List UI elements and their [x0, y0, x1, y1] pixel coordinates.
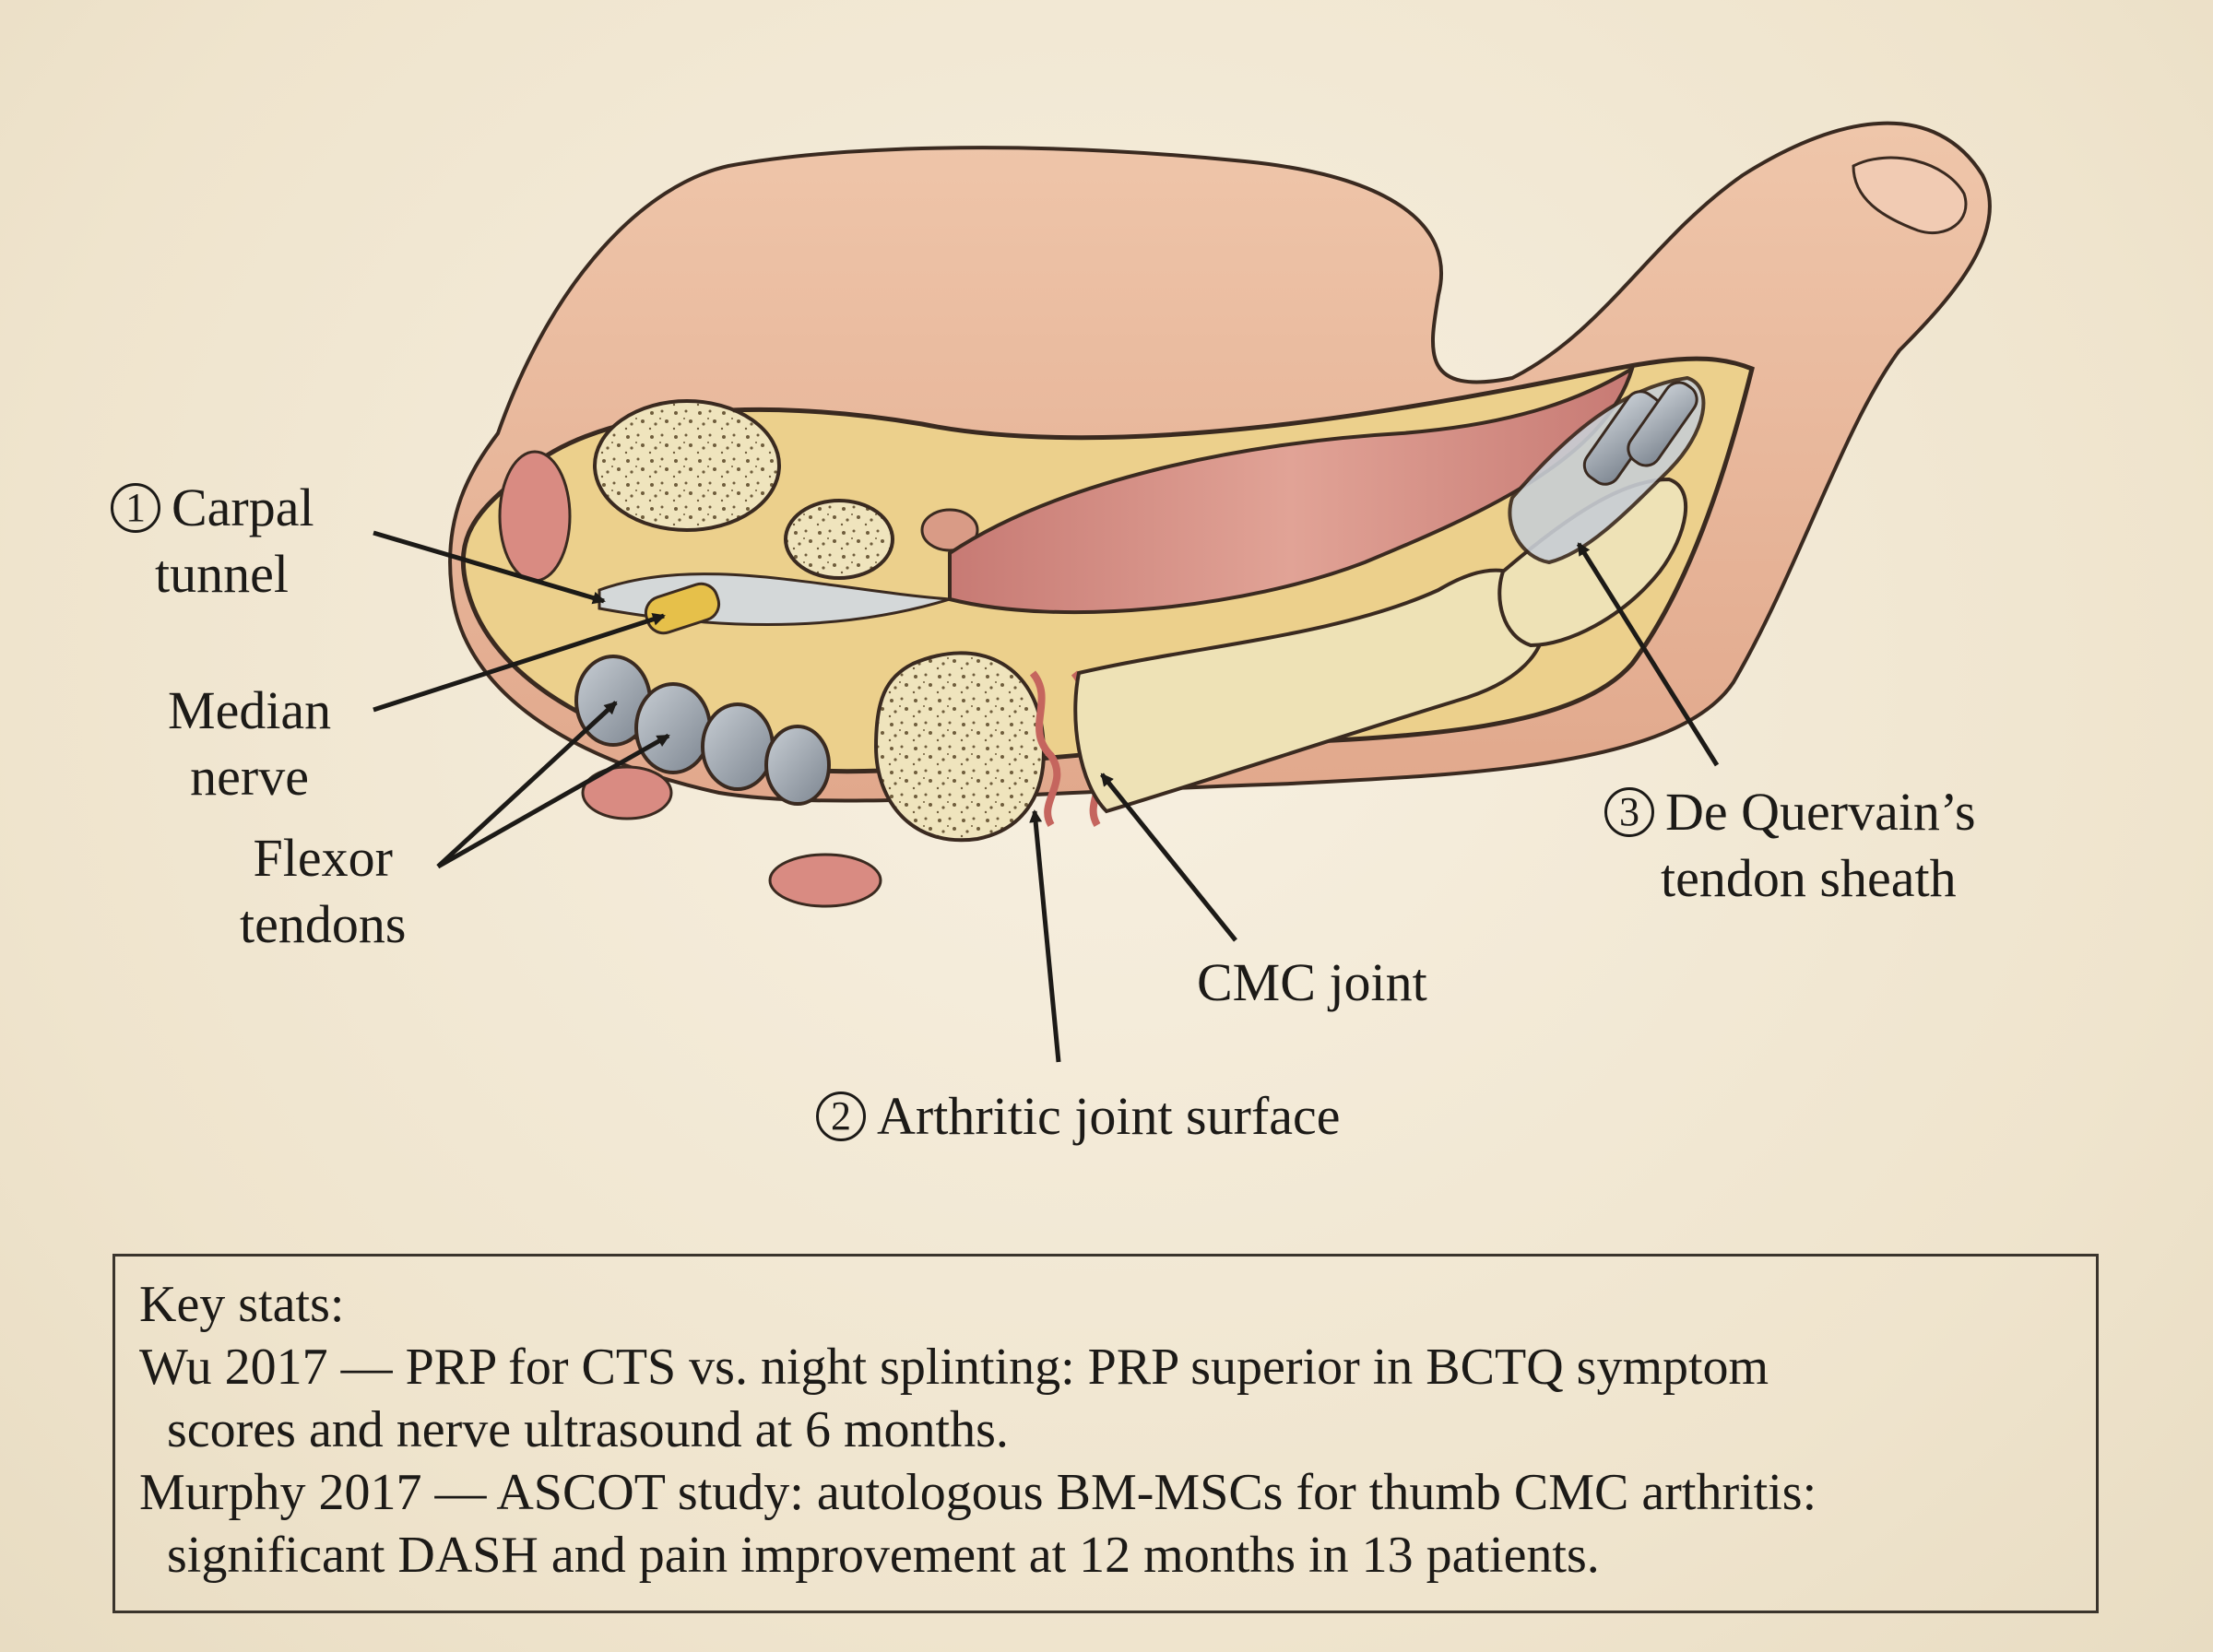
leader-arrows [373, 530, 1720, 1063]
murphy-2017-line1: Murphy 2017 — ASCOT study: autologous BM… [139, 1464, 1817, 1521]
arthritic-surface-arrow [1029, 809, 1061, 1063]
carpal-bone-hamate [593, 399, 781, 532]
murphy-2017-line2: significant DASH and pain improvement at… [167, 1527, 1600, 1584]
de-quervain-label: 3 De Quervain’s tendon sheath [1604, 779, 1976, 912]
wu-2017-line1: Wu 2017 — PRP for CTS vs. night splintin… [139, 1339, 1769, 1396]
de-quervain-label-line1: De Quervain’s [1665, 782, 1976, 842]
flexor-tendons-label-line2: tendons [240, 894, 407, 954]
arthritic-surface-label: 2 Arthritic joint surface [816, 1083, 1341, 1150]
cmc-joint-arrow [1100, 773, 1237, 942]
thenar-muscle [948, 364, 1636, 615]
carpal-bone-capitate [784, 499, 894, 580]
arthritic-surface-left [1029, 670, 1061, 828]
first-metacarpal-bone [1073, 568, 1546, 814]
cross-section [460, 356, 1755, 908]
carpal-tunnel-number: 1 [111, 483, 160, 533]
median-nerve-label-line1: Median [168, 680, 332, 740]
cmc-joint-label: CMC joint [1197, 952, 1427, 1012]
carpal-tunnel-label-line1: Carpal [172, 478, 314, 537]
flexor-tendons-arrow-1 [436, 701, 618, 868]
flexor-tendons-group [574, 655, 831, 806]
median-nerve-arrow [373, 613, 666, 713]
flexor-tendons-arrow-2 [436, 733, 670, 869]
palmar-muscle [768, 853, 882, 908]
de-quervain-number: 3 [1604, 787, 1654, 837]
de-quervain-arrow [1576, 542, 1720, 767]
thumbnail-shape [1852, 156, 1968, 235]
flexor-tendons-label-line1: Flexor [253, 828, 393, 888]
small-muscle [581, 765, 673, 820]
arthritic-surface-number: 2 [816, 1092, 866, 1141]
thumb-tendon-2 [1627, 381, 1698, 467]
wu-2017-line2: scores and nerve ultrasound at 6 months. [167, 1401, 1009, 1458]
hypothenar-muscle [498, 450, 572, 583]
carpal-tunnel-label: 1 Carpal tunnel [111, 475, 314, 608]
trapezium-bone [873, 651, 1046, 843]
key-stats-box: Key stats: Wu 2017 — PRP for CTS vs. nig… [112, 1254, 2099, 1613]
carpal-tunnel-arrow [373, 530, 606, 605]
arthritic-surface-text: Arthritic joint surface [877, 1086, 1341, 1146]
key-stats-heading: Key stats: [139, 1276, 345, 1333]
median-nerve-label-line2: nerve [190, 747, 309, 807]
small-bone [920, 508, 979, 552]
carpal-tunnel-label-line2: tunnel [155, 544, 289, 604]
de-quervain-label-line2: tendon sheath [1661, 848, 1957, 908]
median-nerve-label: Median nerve [168, 678, 331, 810]
flexor-tendons-label: Flexor tendons [240, 825, 406, 958]
